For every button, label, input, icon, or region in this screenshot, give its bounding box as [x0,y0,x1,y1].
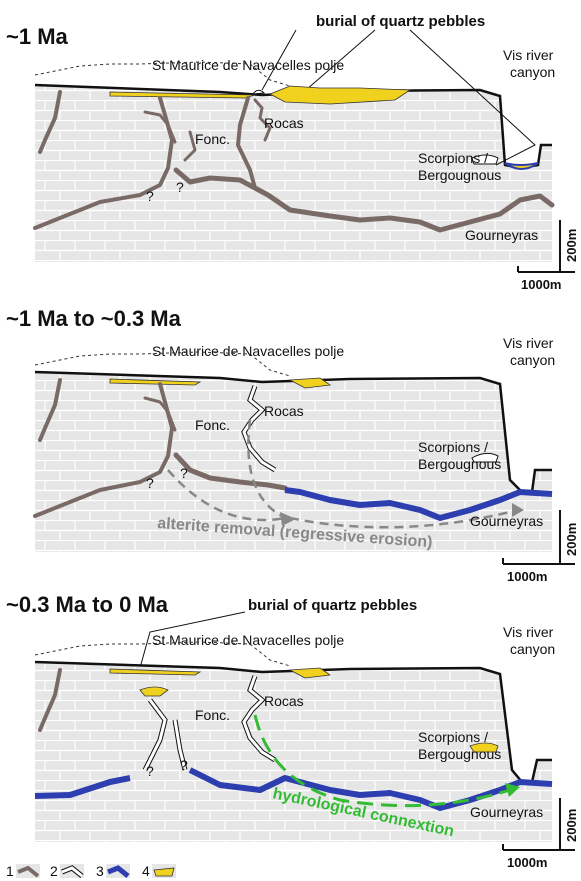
panel-1-label-gourneyras: Gourneyras [465,227,538,243]
panel-3-callout-label: burial of quartz pebbles [248,597,417,614]
panel-1-question-1: ? [146,188,154,204]
panel-3-label-gourneyras: Gourneyras [470,804,543,820]
legend-item-2: 2 [50,863,84,879]
panel-1-topography-line [34,83,552,170]
legend-item-1: 1 [6,863,40,879]
legend-item-4: 4 [142,863,176,879]
panel-3-brown-conduits [38,668,62,732]
panel-1-period-title: ~1 Ma [6,24,69,49]
panel-3-question-2: ? [180,757,188,773]
panel-2-label-rocas: Rocas [264,403,304,419]
panel-1-label-rocas: Rocas [264,115,304,131]
legend: 1 2 3 4 [6,863,176,879]
panel-2-question-1: ? [146,475,154,491]
panel-2-scale-bar: 1000m 200m [502,510,579,584]
panel-1-white-pebbles [251,89,499,165]
panel-1-label-scorpions: Scorpions / [418,150,488,166]
panel-2-topography-line [34,370,552,494]
legend-number-2: 2 [50,863,58,879]
panel-2-canyon-label-line1: Vis river [503,335,554,351]
panel-3-label-scorpions: Scorpions / [418,729,488,745]
panel-1-brown-conduits [33,90,555,233]
panel-1-eroded-surface-dashed [34,61,291,87]
panel-2-quartz-pebble-fill [109,377,332,389]
legend-number-1: 1 [6,863,14,879]
panel-2-label-scorpions: Scorpions / [418,439,488,455]
panel-2-alterite-arrow [167,419,519,529]
panel-2-question-2: ? [180,465,188,481]
panel-1-callout-lines [261,29,536,166]
panel-2-eroded-surface-dashed [34,351,291,377]
legend-item-3: 3 [96,863,130,879]
panel-2: ~1 Ma to ~0.3 Ma St Maurice de Navacelle… [6,306,579,584]
panel-3-question-1: ? [146,763,154,779]
panel-1-scale-bar: 1000m 200m [517,220,579,292]
panel-3-hydrological-arrowhead [505,783,520,797]
panel-1-callout-label: burial of quartz pebbles [316,13,485,30]
panel-1-label-fonc: Fonc. [195,131,230,147]
panel-1-label-bergougnous: Bergougnous [418,167,501,183]
panel-2-white-pebbles [471,452,499,463]
panel-1-canyon-pebbles [504,162,539,170]
panel-2-white-conduits-inner [242,385,276,472]
panel-1-canyon-label-line2: canyon [510,64,555,80]
panel-2-label-bergougnous: Bergougnous [418,456,501,472]
panel-1-question-2: ? [176,179,184,195]
panel-2-scale-horizontal-label: 1000m [507,569,547,584]
panel-1-limestone-block [35,85,552,262]
panel-3-white-conduits-inner [143,675,276,771]
panel-3-quartz-pebble-fill [109,667,499,753]
panel-3-callout-lines [137,611,246,676]
panel-3-limestone-block [35,662,552,842]
panel-3-canyon-label-line2: canyon [510,641,555,657]
panel-2-label-fonc: Fonc. [195,417,230,433]
panel-3-polje-label: St Maurice de Navacelles polje [152,632,344,648]
panel-3-scale-vertical-label: 200m [564,809,579,842]
panel-3-eroded-surface-dashed [34,641,291,667]
panel-2-canyon-label-line2: canyon [510,352,555,368]
panel-3-period-title: ~0.3 Ma to 0 Ma [6,592,169,617]
panel-1-scale-horizontal-label: 1000m [521,277,561,292]
panel-3: ~0.3 Ma to 0 Ma burial of quartz pebbles… [6,592,579,870]
panel-3-blue-conduit [34,767,553,811]
panel-3-hydrological-arrow [253,714,511,808]
panel-1-quartz-pebble-fill [109,85,412,105]
panel-1-scale-vertical-label: 200m [564,229,579,262]
panel-2-period-title: ~1 Ma to ~0.3 Ma [6,306,182,331]
panel-3-label-rocas: Rocas [264,693,304,709]
panel-2-scale-vertical-label: 200m [564,523,579,556]
legend-number-4: 4 [142,863,150,879]
panel-3-label-fonc: Fonc. [195,707,230,723]
panel-2-blue-conduit [284,487,553,521]
panel-1: ~1 Ma burial of quartz pebbles St Mauric… [6,13,579,292]
panel-1-canyon-label-line1: Vis river [503,47,554,63]
panel-1-polje-label: St Maurice de Navacelles polje [152,57,344,73]
panel-3-scale-bar: 1000m 200m [502,798,579,870]
panel-3-canyon-label-line1: Vis river [503,624,554,640]
panel-2-label-gourneyras: Gourneyras [470,513,543,529]
panel-2-polje-label: St Maurice de Navacelles polje [152,343,344,359]
panel-3-topography-line [34,660,552,784]
panel-2-limestone-block [35,372,552,552]
panel-2-brown-conduits [33,378,288,518]
panel-3-label-bergougnous: Bergougnous [418,746,501,762]
panel-3-scale-horizontal-label: 1000m [507,855,547,870]
legend-number-3: 3 [96,863,104,879]
